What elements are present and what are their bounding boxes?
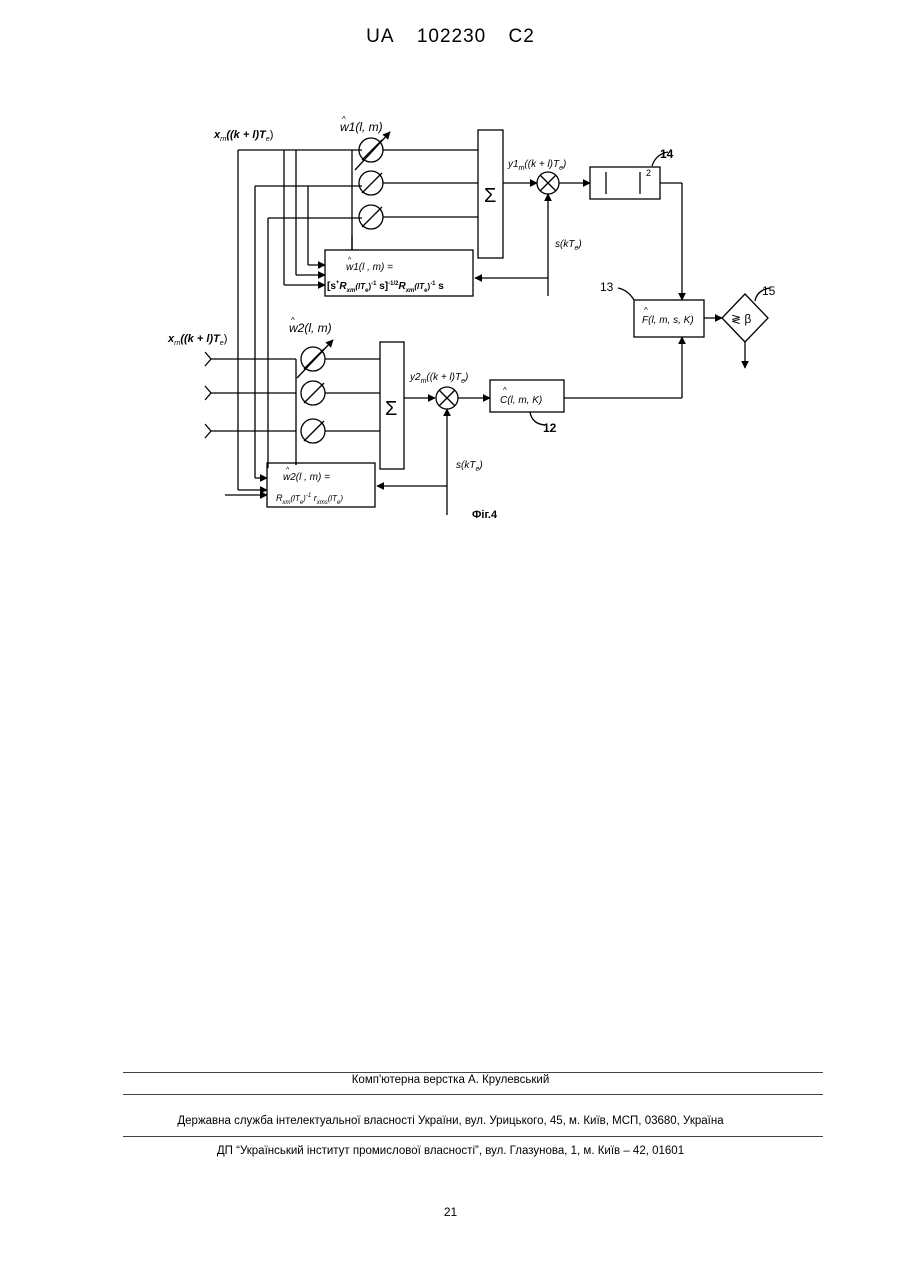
block14-number: 14	[660, 147, 674, 161]
block13-label: F(l, m, s, K)	[642, 315, 694, 326]
page-number: 21	[0, 1205, 901, 1219]
y2-output-label: y2m((k + l)Te)	[409, 372, 468, 385]
figure-caption: Фіг.4	[472, 509, 498, 521]
y1-output-label: y1m((k + l)Te)	[507, 159, 566, 172]
block13-number: 13	[600, 280, 614, 294]
w1-label: w1(l, m)	[340, 120, 383, 134]
compositor-credit: Комп'ютерна верстка А. Крулевський	[0, 1074, 901, 1086]
footer-rule-2	[123, 1094, 823, 1095]
threshold-label: ≷ β	[731, 312, 751, 326]
reference-signal-label-bottom: s(kTe)	[456, 460, 483, 473]
w1-formula-line1: w1(l , m) =	[346, 262, 393, 273]
weight-circle-w1-1	[359, 138, 383, 162]
w1-formula-line2: [s+Rxm(lTe)-1 s]-1/2Rxm(lTe)-1 s	[327, 280, 444, 294]
bottom-input-label: xrn((k + l)Te)	[167, 333, 227, 347]
patent-office-address: Державна служба інтелектуальної власност…	[0, 1115, 901, 1127]
block13-hat: ^	[644, 306, 648, 315]
sum-symbol-2: Σ	[385, 398, 397, 420]
w2-label: w2(l, m)	[289, 321, 332, 335]
weight-circle-w2-1	[301, 347, 325, 371]
weight-circle-w2-3	[301, 419, 325, 443]
reference-signal-label-top: s(kTe)	[555, 239, 582, 252]
footer-rule-3	[123, 1136, 823, 1137]
institute-address: ДП “Український інститут промислової вла…	[0, 1145, 901, 1157]
block15-number: 15	[762, 284, 776, 298]
top-input-label: xrn((k + l)Te)	[213, 129, 273, 143]
block14-exponent: 2	[646, 168, 651, 178]
block12-hat: ^	[503, 386, 507, 395]
w2-formula-line1: w2(l , m) =	[283, 472, 330, 483]
block12-number: 12	[543, 421, 557, 435]
block-diagram: xrn((k + l)Te) xrn((k + l)Te) ^ w1(l, m)…	[0, 0, 901, 560]
block12-label: C(l, m, K)	[500, 395, 542, 406]
weight-circle-w1-3	[359, 205, 383, 229]
weight-circle-w1-2	[359, 171, 383, 195]
w2-formula-line2: Rxm(lTe)-1 rxms(lTe)	[276, 493, 343, 506]
weight-circle-w2-2	[301, 381, 325, 405]
sum-symbol-1: Σ	[484, 185, 496, 207]
footer-rule-1	[123, 1072, 823, 1073]
